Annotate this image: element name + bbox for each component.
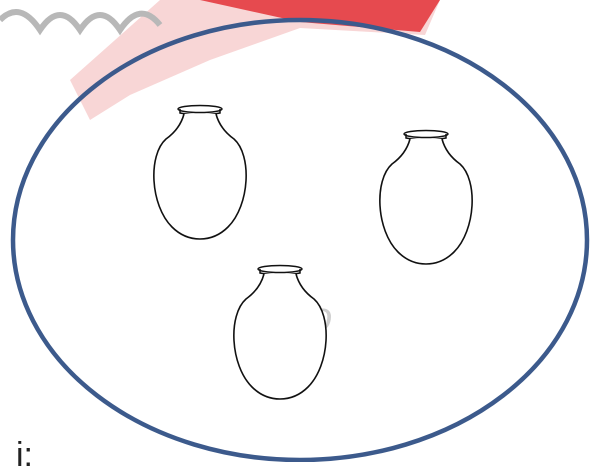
vase-icon — [380, 131, 472, 265]
bottom-text-fragment: i: — [16, 438, 33, 472]
vase-icon — [154, 106, 246, 240]
vase-icon — [234, 266, 326, 400]
diagram-svg: yo — [0, 0, 600, 462]
diagram-canvas: yo i: — [0, 0, 600, 462]
